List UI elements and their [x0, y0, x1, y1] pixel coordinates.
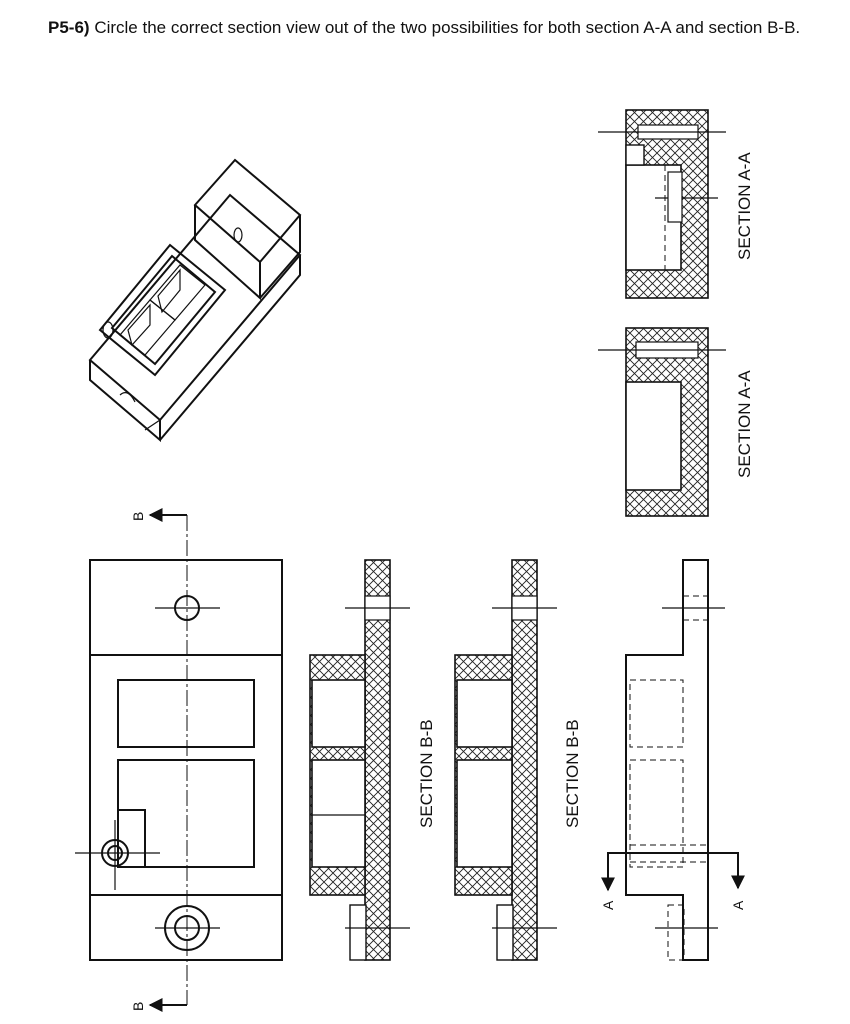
side-view: A A: [600, 559, 746, 961]
section-bb-option-2: SECTION B-B: [454, 559, 582, 961]
question-text: P5-6) Circle the correct section view ou…: [48, 18, 808, 38]
section-bb-label-1: SECTION B-B: [417, 719, 436, 828]
cut-label-b-top: B: [130, 512, 146, 521]
cut-label-a-right: A: [730, 900, 746, 910]
section-aa-label-2: SECTION A-A: [735, 370, 754, 478]
front-view: B B: [75, 508, 283, 1012]
question-body: Circle the correct section view out of t…: [94, 18, 801, 37]
question-number: P5-6): [48, 18, 90, 37]
cut-label-b-bottom: B: [130, 1002, 146, 1011]
section-bb-label-2: SECTION B-B: [563, 719, 582, 828]
section-aa-label-1: SECTION A-A: [735, 152, 754, 260]
section-aa-option-1: SECTION A-A: [598, 109, 754, 299]
section-bb-option-1: SECTION B-B: [309, 559, 436, 961]
isometric-view: [88, 158, 302, 443]
cut-label-a-left: A: [600, 900, 616, 910]
section-aa-option-2: SECTION A-A: [598, 327, 754, 517]
